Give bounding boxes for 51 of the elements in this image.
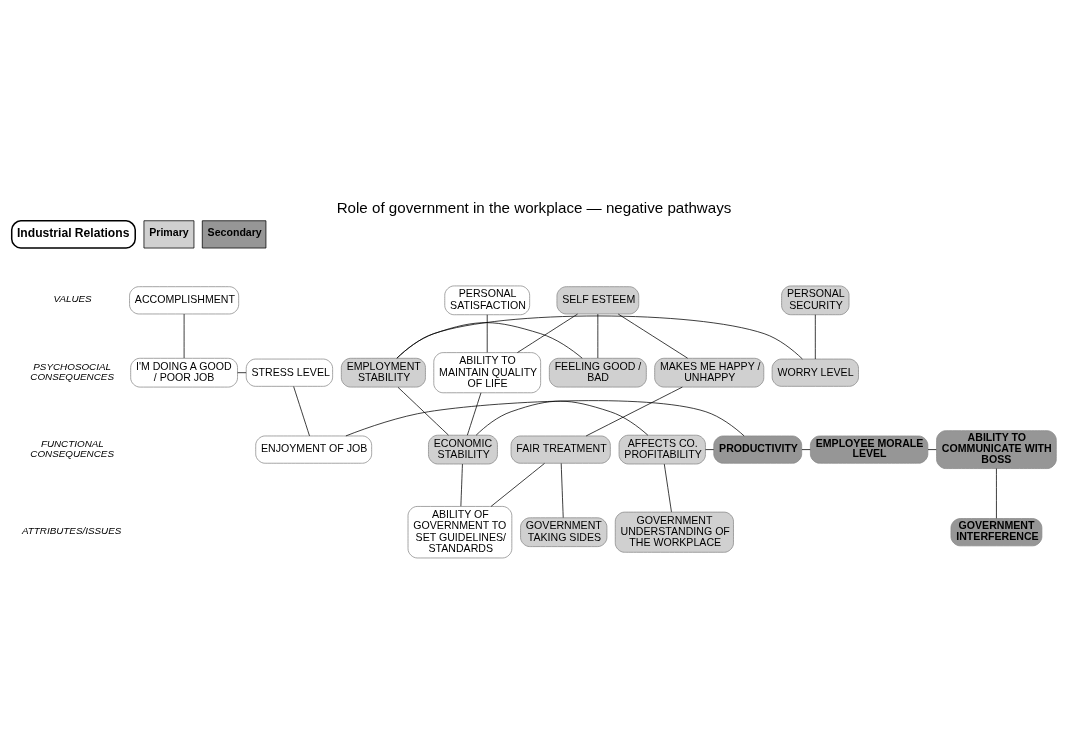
connector [490, 462, 545, 507]
node-box: GOVERNMENT UNDERSTANDING OF THE WORKPLACE [614, 511, 734, 553]
connector [705, 448, 715, 450]
node-box: I'M DOING A GOOD / POOR JOB [130, 357, 238, 387]
connector [396, 321, 583, 359]
label: Industrial Relations [17, 225, 130, 240]
connector [475, 400, 649, 436]
node-box: STRESS LEVEL [245, 358, 333, 387]
node-box: PRODUCTIVITY [713, 435, 803, 464]
node-box: FEELING GOOD / BAD [548, 357, 647, 387]
node-box: ECONOMIC STABILITY [428, 434, 498, 464]
node-box: WORRY LEVEL [771, 358, 859, 387]
connector [585, 386, 683, 436]
connector [560, 462, 564, 518]
connector [466, 392, 482, 436]
node-box: PERSONAL SATISFACTION [444, 285, 530, 315]
legend-label: Secondary [207, 225, 262, 238]
connector [663, 463, 672, 512]
connector [396, 315, 803, 359]
connector [293, 385, 310, 436]
node-box: ENJOYMENT OF JOB [255, 435, 373, 464]
connector [996, 467, 997, 519]
legend-label: Primary [149, 225, 189, 238]
node-box: SELF ESTEEM [556, 285, 640, 314]
node-box: EMPLOYEE MORALE LEVEL [810, 435, 929, 464]
connector [345, 399, 745, 436]
node-box: EMPLOYMENT STABILITY [340, 357, 426, 387]
connector [460, 463, 463, 506]
diagram-title: Role of government in the workplace — negative pathways [336, 198, 732, 216]
node-box: FAIR TREATMENT [510, 435, 611, 464]
label: VALUES [53, 292, 92, 304]
node-box: ABILITY TO COMMUNICATE WITH BOSS [936, 429, 1057, 469]
connector [927, 448, 937, 450]
label: ATTRIBUTES/ISSUES [21, 524, 122, 536]
connector [814, 313, 816, 359]
connector [597, 313, 599, 358]
label: PSYCHOSOCIAL CONSEQUENCES [30, 360, 114, 382]
node-box: GOVERNMENT TAKING SIDES [520, 516, 608, 547]
connector [486, 313, 488, 353]
label: FUNCTIONAL CONSEQUENCES [30, 437, 114, 459]
connector [517, 313, 578, 353]
node-box: ACCOMPLISHMENT [129, 285, 240, 314]
node-box: ABILITY OF GOVERNMENT TO SET GUIDELINES/ STANDARDS [407, 505, 513, 558]
node-box: AFFECTS CO. PROFITABILITY [618, 434, 706, 464]
connector [801, 448, 811, 450]
node-box: MAKES ME HAPPY / UNHAPPY [654, 357, 765, 387]
connector [617, 313, 688, 359]
connector [397, 386, 449, 435]
node-box: ABILITY TO MAINTAIN QUALITY OF LIFE [433, 351, 541, 393]
node-box: GOVERNMENT INTERFERENCE [950, 517, 1043, 546]
node-box: PERSONAL SECURITY [781, 285, 850, 315]
